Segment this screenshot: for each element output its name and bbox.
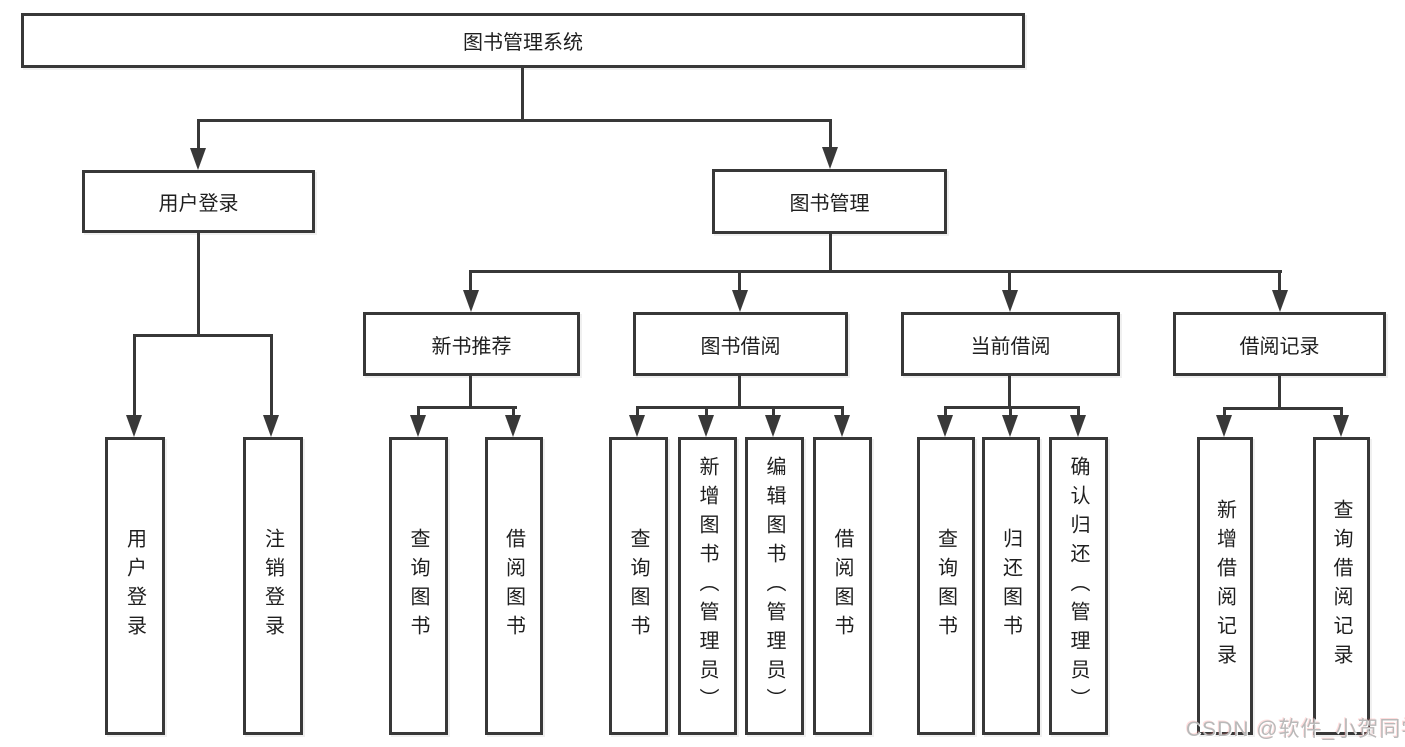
node-user-login-action: 用户登录 [105, 437, 165, 735]
arrowhead-icon [629, 415, 645, 437]
node-label: 用户登录 [158, 193, 239, 215]
node-label: 图书管理系统 [463, 32, 583, 54]
node-label: 查询借阅记录 [1330, 499, 1352, 673]
arrowhead-icon [1272, 290, 1288, 312]
node-label: 新增图书（管理员） [696, 455, 718, 717]
connector-root-stem [521, 68, 524, 120]
node-query-books-borrowing: 查询图书 [609, 437, 668, 735]
node-label: 借阅记录 [1239, 335, 1320, 358]
connector-drop-logout [270, 334, 273, 417]
arrowhead-icon [822, 147, 838, 169]
node-current-borrowing: 当前借阅 [901, 312, 1120, 376]
connector-drop [944, 406, 947, 417]
connector-drop-current-borrow [1008, 270, 1011, 292]
connector-drop-user-login [197, 119, 200, 149]
connector-drop [1009, 406, 1012, 417]
connector-drop-user-login-action [133, 334, 136, 417]
node-query-books-recommend: 查询图书 [389, 437, 448, 735]
connector-drop-new-book-rec [469, 270, 472, 292]
arrowhead-icon [1333, 415, 1349, 437]
node-library-management-system: 图书管理系统 [21, 13, 1025, 68]
node-query-books-current: 查询图书 [917, 437, 975, 735]
node-label: 图书借阅 [700, 335, 781, 358]
arrowhead-icon [1002, 415, 1018, 437]
node-label: 编辑图书（管理员） [763, 455, 785, 717]
connector-book-borrow-stem [738, 376, 741, 409]
arrowhead-icon [937, 415, 953, 437]
connector-current-borrow-bar [944, 406, 1080, 409]
node-label: 确认归还（管理员） [1067, 455, 1089, 717]
node-label: 注销登录 [261, 528, 284, 644]
node-label: 借阅图书 [502, 528, 525, 644]
arrowhead-icon [190, 148, 206, 170]
arrowhead-icon [834, 415, 850, 437]
connector-book-borrow-bar [636, 406, 844, 409]
arrowhead-icon [1002, 290, 1018, 312]
node-label: 查询图书 [407, 528, 429, 644]
arrowhead-icon [732, 290, 748, 312]
connector-current-borrow-stem [1008, 376, 1011, 409]
node-borrow-books-recommend: 借阅图书 [485, 437, 543, 735]
node-label: 查询图书 [627, 528, 649, 644]
node-add-borrow-record: 新增借阅记录 [1197, 437, 1253, 735]
node-user-login: 用户登录 [82, 170, 315, 233]
node-query-borrow-record: 查询借阅记录 [1313, 437, 1370, 735]
node-label: 用户登录 [123, 528, 146, 644]
arrowhead-icon [1216, 415, 1232, 437]
connector-drop [841, 406, 844, 417]
node-confirm-return-admin: 确认归还（管理员） [1049, 437, 1108, 735]
node-add-books-admin: 新增图书（管理员） [678, 437, 737, 735]
node-new-book-recommend: 新书推荐 [363, 312, 580, 376]
node-label: 图书管理 [789, 193, 870, 215]
node-return-books: 归还图书 [982, 437, 1040, 735]
node-logout: 注销登录 [243, 437, 303, 735]
node-label: 借阅图书 [831, 528, 853, 644]
node-label: 新书推荐 [431, 335, 512, 358]
connector-borrow-records-stem [1278, 376, 1281, 410]
connector-drop [512, 406, 515, 417]
arrowhead-icon [505, 415, 521, 437]
connector-drop [705, 406, 708, 417]
arrowhead-icon [698, 415, 714, 437]
connector-root-bar [197, 119, 832, 122]
node-label: 查询图书 [934, 528, 957, 644]
connector-drop [772, 406, 775, 417]
connector-new-book-rec-stem [469, 376, 472, 409]
node-book-management: 图书管理 [712, 169, 947, 234]
arrowhead-icon [463, 290, 479, 312]
connector-drop [417, 406, 420, 417]
connector-drop [1340, 407, 1343, 417]
node-edit-books-admin: 编辑图书（管理员） [745, 437, 804, 735]
node-label: 当前借阅 [970, 335, 1051, 358]
connector-drop [636, 406, 639, 417]
connector-borrow-records-bar [1223, 407, 1343, 410]
arrowhead-icon [765, 415, 781, 437]
arrowhead-icon [263, 415, 279, 437]
connector-drop-borrow-records [1278, 270, 1281, 292]
node-book-borrowing: 图书借阅 [633, 312, 848, 376]
csdn-watermark: CSDN @软件_小贺同学 [1186, 718, 1405, 741]
connector-drop [1077, 406, 1080, 417]
connector-drop [1223, 407, 1226, 417]
connector-drop-book-mgmt [829, 119, 832, 149]
connector-drop-book-borrow [738, 270, 741, 292]
connector-user-login-bar [133, 334, 273, 337]
node-label: 新增借阅记录 [1213, 499, 1236, 673]
connector-book-mgmt-bar [469, 270, 1282, 273]
node-borrow-records: 借阅记录 [1173, 312, 1386, 376]
connector-book-mgmt-stem [829, 234, 832, 273]
arrowhead-icon [410, 415, 426, 437]
connector-user-login-stem [197, 233, 200, 337]
node-borrow-books-borrowing: 借阅图书 [813, 437, 872, 735]
connector-new-book-rec-bar [417, 406, 517, 409]
arrowhead-icon [1070, 415, 1086, 437]
node-label: 归还图书 [999, 528, 1022, 644]
arrowhead-icon [126, 415, 142, 437]
